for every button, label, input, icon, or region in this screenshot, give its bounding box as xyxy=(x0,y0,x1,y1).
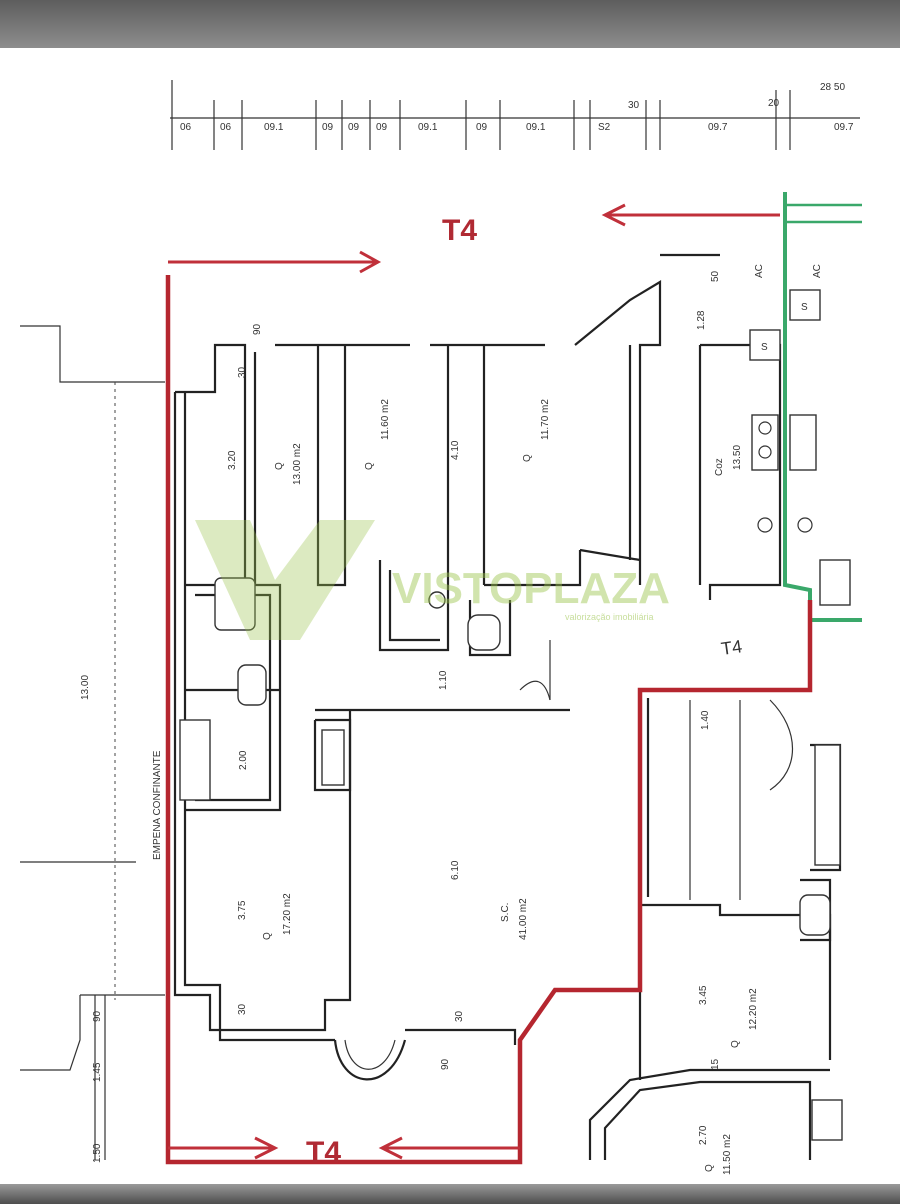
dim-15: 15 xyxy=(710,1058,721,1070)
room2-area: 11.60 m2 xyxy=(380,399,391,440)
room1-code: Q xyxy=(274,462,285,470)
arrow-left-bottom-icon xyxy=(378,1136,520,1160)
heater-icon xyxy=(819,559,851,606)
dim-30-top: 30 xyxy=(237,366,248,378)
ruler-num-7: 09.1 xyxy=(418,122,438,133)
green-outline xyxy=(783,192,862,622)
dim-13-00: 13.00 xyxy=(80,675,91,700)
dim-1-40: 1.40 xyxy=(700,710,711,730)
dim-1-28: 1.28 xyxy=(696,310,707,330)
arrow-left-top-icon xyxy=(601,203,780,227)
dim-30-bottom2: 30 xyxy=(454,1010,465,1022)
t4-label-bottom: T4 xyxy=(306,1136,341,1169)
room8-code: Q xyxy=(704,1164,715,1172)
kitchen-sink-icon xyxy=(789,414,817,471)
ruler-num-10: S2 xyxy=(598,122,611,133)
dim-90-top: 90 xyxy=(252,323,263,335)
s-box-1 xyxy=(749,329,781,361)
dim-3-20: 3.20 xyxy=(227,450,238,470)
dim-1-45: 1.45 xyxy=(92,1062,103,1082)
room3-code: Q xyxy=(522,454,533,462)
ruler-num-6: 09 xyxy=(376,122,388,133)
watermark: VISTOPLAZA valorização imobiliária xyxy=(195,520,670,640)
dim-4-10: 4.10 xyxy=(450,440,461,460)
room1-area: 13.00 m2 xyxy=(292,443,303,485)
dim-2-70: 2.70 xyxy=(698,1125,709,1145)
room6-code: S.C. xyxy=(500,903,511,922)
ruler-num-3: 09.1 xyxy=(264,122,284,133)
bathtub-icon-2 xyxy=(814,744,841,866)
basin-icon xyxy=(428,591,446,609)
empena-label: EMPENA CONFINANTE xyxy=(152,750,163,860)
dim-ac-1: AC xyxy=(754,264,765,278)
bottom-edge-bar xyxy=(0,1184,900,1204)
room5-code: Q xyxy=(262,932,273,940)
toilet-icon-3 xyxy=(799,894,831,936)
balcony-fixture xyxy=(811,1099,843,1141)
room7-area: 12.20 m2 xyxy=(748,988,759,1030)
ruler-num-13: 20 xyxy=(768,98,780,109)
fixtures: S S xyxy=(179,289,851,1141)
bathtub-icon xyxy=(179,719,211,801)
s-box-2 xyxy=(789,289,821,321)
s-label-2: S xyxy=(801,302,808,313)
room3-area: 11.70 m2 xyxy=(540,399,551,440)
top-dimension-ruler: 06 06 09.1 09 09 09 09.1 09 09.1 S2 30 0… xyxy=(170,80,860,150)
ruler-num-15: 28 50 xyxy=(820,82,845,93)
watermark-tagline: valorização imobiliária xyxy=(565,612,654,622)
s-label-1: S xyxy=(761,342,768,353)
red-outline: T4 T4 T4 xyxy=(165,203,813,1169)
inner-dimensions: 3.20 3.75 6.10 4.10 3.45 2.70 1.40 1.10 … xyxy=(152,264,823,1145)
dim-1-10: 1.10 xyxy=(438,670,449,690)
toilet-icon-2 xyxy=(467,614,501,651)
dim-2-00: 2.00 xyxy=(238,750,249,770)
dim-6-10: 6.10 xyxy=(450,860,461,880)
ruler-num-11: 30 xyxy=(628,100,640,111)
ruler-num-5: 09 xyxy=(348,122,360,133)
dim-3-75: 3.75 xyxy=(237,900,248,920)
dim-30-bottom: 30 xyxy=(237,1003,248,1015)
ruler-num-8: 09 xyxy=(476,122,488,133)
wardrobe-icon xyxy=(321,729,345,786)
room5-area: 17.20 m2 xyxy=(282,893,293,935)
room4-code: Coz xyxy=(714,458,725,476)
ruler-num-12: 09.7 xyxy=(708,122,728,133)
room2-code: Q xyxy=(364,462,375,470)
dim-1-50: 1.50 xyxy=(92,1143,103,1163)
watermark-brand: VISTOPLAZA xyxy=(392,564,670,613)
dim-50: 50 xyxy=(710,270,721,282)
t4-handwritten: T4 xyxy=(720,636,744,659)
walls xyxy=(173,253,842,1160)
watermark-logo-icon xyxy=(195,520,375,640)
room-labels: Q 13.00 m2 Q 11.60 m2 Q 11.70 m2 Coz 13.… xyxy=(262,399,759,1175)
room8-area: 11.50 m2 xyxy=(722,1134,733,1175)
dim-90-left: 90 xyxy=(92,1010,103,1022)
ruler-num-4: 09 xyxy=(322,122,334,133)
left-dimensions: 13.00 1.50 1.45 90 xyxy=(20,325,165,1163)
dim-3-45: 3.45 xyxy=(698,985,709,1005)
room6-area: 41.00 m2 xyxy=(518,898,529,940)
sink-icon xyxy=(237,664,267,706)
ruler-num-2: 06 xyxy=(220,122,232,133)
dim-ac-2: AC xyxy=(812,264,823,278)
room4-area: 13.50 xyxy=(732,445,743,470)
room7-code: Q xyxy=(730,1040,741,1048)
ruler-num-9: 09.1 xyxy=(526,122,546,133)
dim-90-bottom: 90 xyxy=(440,1058,451,1070)
toilet-icon xyxy=(214,577,256,631)
arrow-right-bottom-icon xyxy=(168,1136,279,1160)
top-edge-bar xyxy=(0,0,900,48)
ruler-num-14: 09.7 xyxy=(834,122,854,133)
arrow-right-top-icon xyxy=(168,250,382,274)
stove-icon xyxy=(751,414,779,471)
t4-label-top: T4 xyxy=(442,214,477,247)
ruler-num-1: 06 xyxy=(180,122,192,133)
